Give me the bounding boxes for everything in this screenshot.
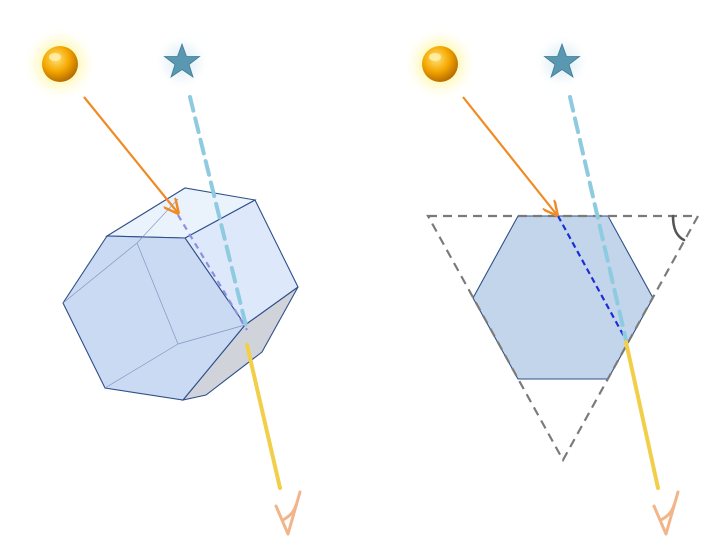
sun-icon [22,26,98,102]
sun-icon [402,26,478,102]
hexagonal-prism [62,187,299,401]
eye-icon [652,490,680,536]
apparent-ray-2d [568,95,628,342]
right-panel [402,26,700,536]
left-panel [22,26,302,536]
hexagon-cross-section [472,215,654,380]
eye-icon [274,490,302,536]
exit-ray-3d [245,343,282,490]
star-icon [534,34,590,90]
inner-ray-3d [177,214,248,331]
inner-ray-2d [557,215,627,341]
incoming-ray-3d [83,96,178,213]
angle-arc-icon [671,214,686,242]
dashed-triangle [426,214,700,463]
star-icon [154,34,210,90]
exit-ray-2d [624,340,660,490]
apparent-ray-3d [188,95,249,332]
incoming-ray-2d [462,96,557,215]
